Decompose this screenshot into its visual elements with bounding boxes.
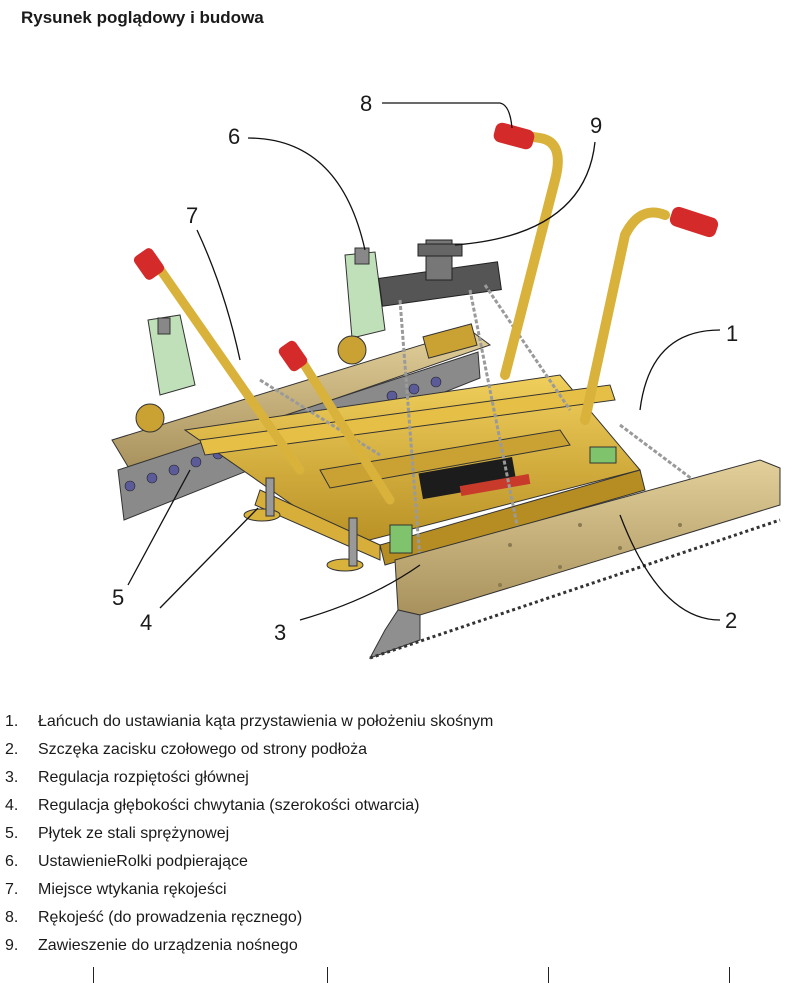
legend-number: 2. [5,741,19,758]
legend-number: 8. [5,909,19,926]
legend-text: Płytek ze stali sprężynowej [38,825,230,842]
callout-2: 2 [725,608,738,633]
callout-3: 3 [274,620,287,645]
callout-6: 6 [228,124,241,149]
table-divider [729,967,730,983]
legend-number: 3. [5,769,19,786]
legend-text: Zawieszenie do urządzenia nośnego [38,937,298,954]
callout-4: 4 [140,610,153,635]
callout-8: 8 [360,91,373,116]
legend-number: 7. [5,881,19,898]
legend-number: 6. [5,853,19,870]
chains [259,284,701,561]
callout-1: 1 [726,321,739,346]
legend-number: 4. [5,797,19,814]
adjustment-feet [243,477,364,572]
front-clamp-jaw [368,459,781,660]
machine-illustration [111,102,781,660]
main-frame [183,374,646,566]
suspension-head [378,239,502,359]
page-title: Rysunek poglądowy i budowa [21,8,264,27]
table-divider [548,967,549,983]
legend-text: Regulacja głębokości chwytania (szerokoś… [38,797,420,814]
handles [133,122,719,505]
legend-text: Miejsce wtykania rękojeści [38,881,227,898]
callout-5: 5 [112,585,125,610]
legend-number: 1. [5,713,19,730]
legend-number: 9. [5,937,19,954]
legend-text: Regulacja rozpiętości głównej [38,769,249,786]
leader-lines [127,102,721,621]
legend-text: Szczęka zacisku czołowego od strony podł… [38,741,368,758]
legend-text: Łańcuch do ustawiania kąta przystawienia… [38,713,494,730]
callout-9: 9 [590,113,603,138]
table-divider [327,967,328,983]
roller-brackets [135,247,386,433]
table-divider [93,967,94,983]
legend-text: Rękojeść (do prowadzenia ręcznego) [38,909,303,926]
legend-text: UstawienieRolki podpierające [38,853,248,870]
callout-7: 7 [186,203,199,228]
legend-number: 5. [5,825,19,842]
